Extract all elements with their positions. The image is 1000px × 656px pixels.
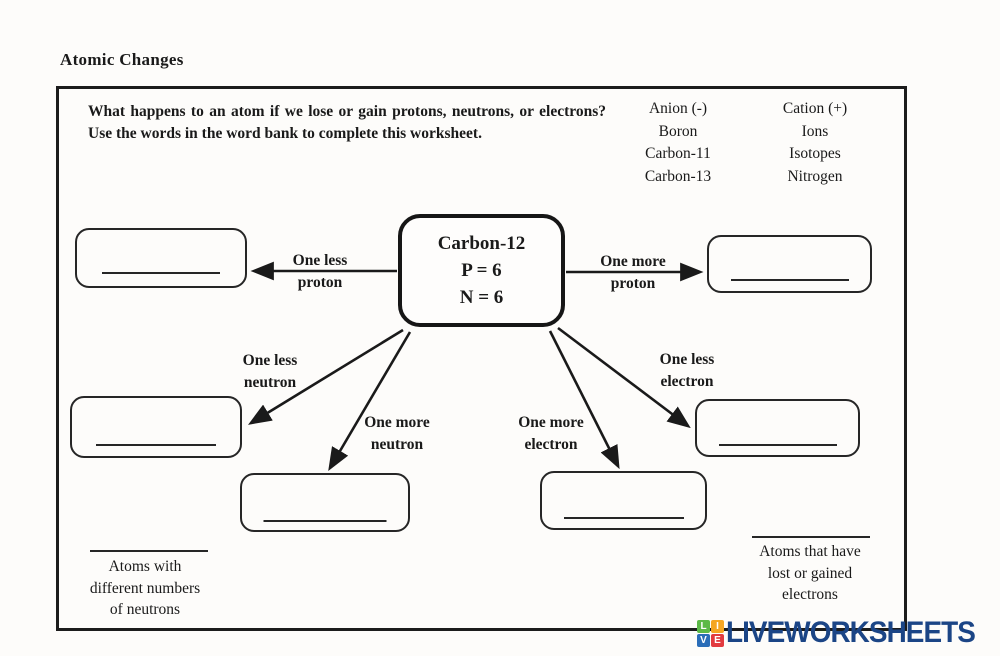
answer-blank-line[interactable] (718, 444, 837, 446)
center-node-carbon-12: Carbon-12 P = 6 N = 6 (398, 214, 565, 327)
answer-box-less-proton[interactable] (75, 228, 247, 288)
answer-blank-line[interactable] (263, 520, 387, 522)
word-bank-item: Carbon-13 (644, 167, 712, 185)
word-bank-column-2: Cation (+) Ions Isotopes Nitrogen (760, 98, 870, 188)
answer-box-more-neutron[interactable] (240, 473, 410, 532)
answer-blank-line[interactable] (102, 272, 220, 274)
logo-tile-e: E (711, 634, 724, 647)
caption-overline-left (90, 550, 208, 552)
word-bank-item: Cation (+) (782, 100, 848, 117)
arrow-label-more-neutron: One more neutron (364, 414, 430, 453)
answer-box-more-proton[interactable] (707, 235, 872, 293)
arrow-label-more-proton: One more proton (600, 253, 666, 292)
answer-blank-line[interactable] (730, 279, 849, 281)
center-node-name: Carbon-12 (437, 233, 526, 254)
center-node-neutrons: N = 6 (459, 287, 504, 308)
caption-ions: Atoms that have lost or gained electrons (759, 543, 861, 603)
caption-isotopes: Atoms with different numbers of neutrons (89, 558, 201, 618)
word-bank-item: Ions (801, 122, 829, 140)
page-title: Atomic Changes (60, 50, 184, 69)
answer-box-more-electron[interactable] (540, 471, 707, 530)
logo-tile-i: I (711, 620, 724, 633)
word-bank-column-1: Anion (-) Boron Carbon-11 Carbon-13 (623, 98, 733, 188)
center-node-protons: P = 6 (461, 260, 502, 281)
logo-tile-l: L (697, 620, 710, 633)
liveworksheets-logo-icon: L I V E (697, 620, 726, 649)
instructions-text: What happens to an atom if we lose or ga… (88, 103, 606, 142)
word-bank-item: Anion (-) (648, 100, 708, 117)
word-bank-item: Boron (658, 122, 698, 140)
caption-overline-right (752, 536, 870, 538)
answer-blank-line[interactable] (96, 444, 216, 446)
answer-box-less-electron[interactable] (695, 399, 860, 457)
arrow-label-more-electron: One more electron (518, 414, 584, 453)
word-bank-item: Isotopes (789, 145, 841, 162)
answer-blank-line[interactable] (563, 517, 684, 519)
worksheet-frame (56, 86, 907, 631)
answer-box-less-neutron[interactable] (70, 396, 242, 458)
word-bank-item: Nitrogen (787, 167, 843, 185)
arrow-label-less-proton: One less proton (292, 252, 348, 291)
liveworksheets-wordmark: LIVEWORKSHEETS (726, 616, 976, 649)
logo-tile-v: V (697, 634, 710, 647)
word-bank-item: Carbon-11 (645, 145, 711, 162)
arrow-label-less-electron: One less electron (659, 351, 715, 390)
arrow-label-less-neutron: One less neutron (242, 352, 298, 391)
